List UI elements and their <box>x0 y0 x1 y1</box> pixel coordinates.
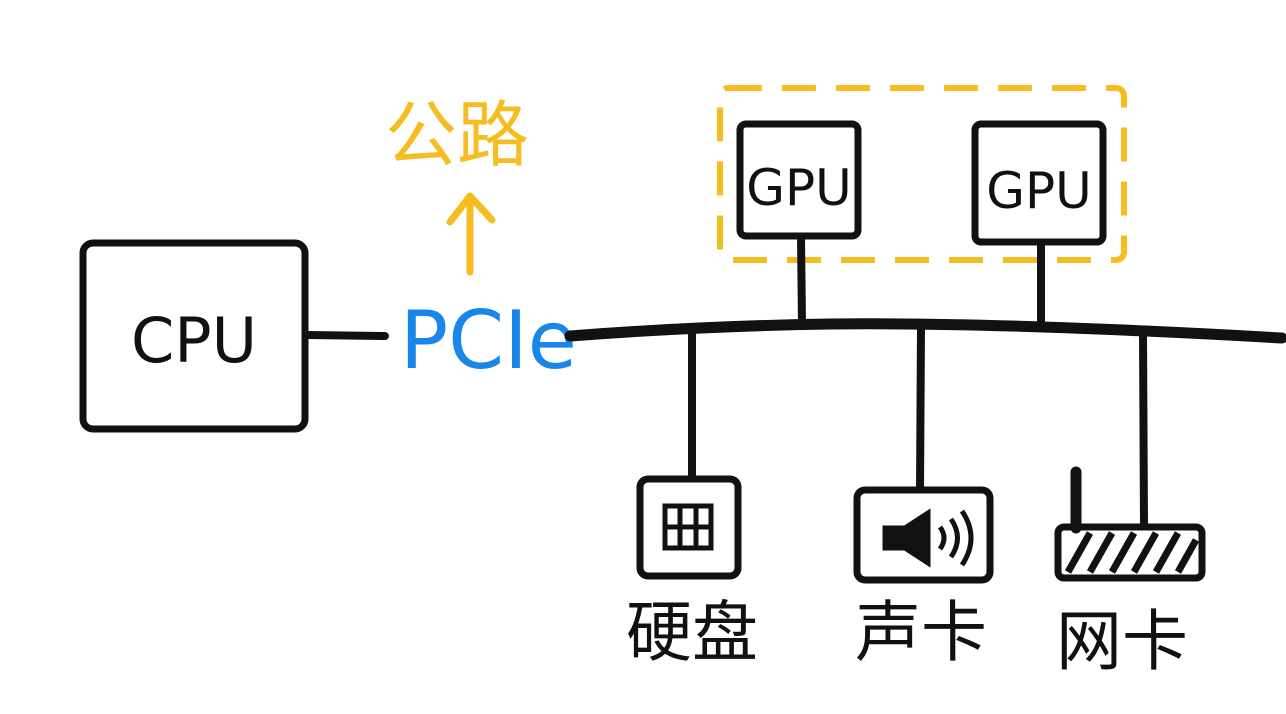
disk-box <box>636 475 742 580</box>
pcie-label: PCIe <box>400 294 577 387</box>
highway-annotation: 公路 <box>385 93 529 276</box>
cpu-pcie-link <box>303 331 389 340</box>
disk-node: 硬盘 <box>626 475 758 671</box>
sound-box <box>853 486 994 584</box>
sound-connector <box>916 325 925 491</box>
up-arrow-icon <box>446 192 496 276</box>
router-icon <box>1054 466 1206 582</box>
gpu-left-label: GPU <box>746 159 852 217</box>
network-node: 网卡 <box>1054 466 1206 680</box>
sound-node: 声卡 <box>853 486 994 671</box>
gpu-right-box <box>971 120 1107 246</box>
pcie-bus-line <box>564 318 1286 344</box>
hard-disk-icon <box>662 503 714 551</box>
disk-label: 硬盘 <box>626 594 758 671</box>
cpu-node: CPU <box>79 239 309 433</box>
highway-label: 公路 <box>385 93 529 177</box>
network-connector <box>1139 331 1148 526</box>
gpu-left-connector <box>797 237 806 325</box>
gpu-group: GPU GPU <box>717 85 1127 263</box>
speaker-icon <box>882 508 974 568</box>
router-body <box>1054 523 1206 582</box>
gpu-right-label: GPU <box>986 162 1092 220</box>
sound-label: 声卡 <box>855 594 987 671</box>
gpu-left-box <box>736 120 862 240</box>
network-label: 网卡 <box>1056 603 1188 680</box>
cpu-label: CPU <box>131 304 257 377</box>
gpu-group-highlight <box>717 85 1127 263</box>
